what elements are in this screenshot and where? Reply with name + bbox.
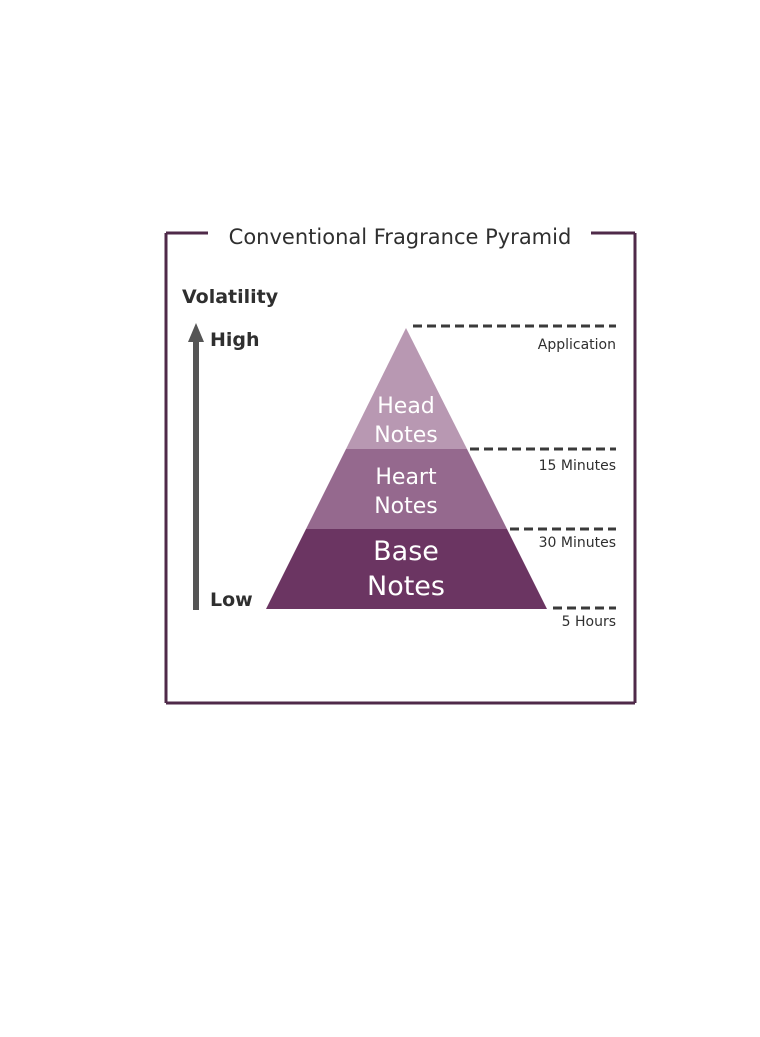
tier-label-base-line1: Base [373,536,439,567]
volatility-title: Volatility [182,286,279,308]
time-label-30-minutes: 30 Minutes [539,535,616,551]
volatility-low-label: Low [210,589,253,611]
tier-label-heart: Heart Notes [374,465,438,519]
tier-label-heart-line2: Notes [374,494,438,519]
time-label-application: Application [538,337,616,353]
tier-label-head: Head Notes [374,394,438,448]
tier-label-head-line1: Head [377,394,435,419]
volatility-arrow-icon [188,323,204,610]
tier-label-base: Base Notes [367,536,445,602]
volatility-high-label: High [210,329,260,351]
tier-label-heart-line1: Heart [375,465,437,490]
tier-label-head-line2: Notes [374,423,438,448]
diagram-frame [164,231,637,705]
pyramid-tier-head [346,328,467,449]
pyramid-tier-heart [306,449,507,529]
tier-label-base-line2: Notes [367,571,445,602]
time-label-15-minutes: 15 Minutes [539,458,616,474]
diagram-title: Conventional Fragrance Pyramid [229,225,572,249]
time-label-5-hours: 5 Hours [562,614,616,630]
pyramid-tier-base [266,529,547,609]
